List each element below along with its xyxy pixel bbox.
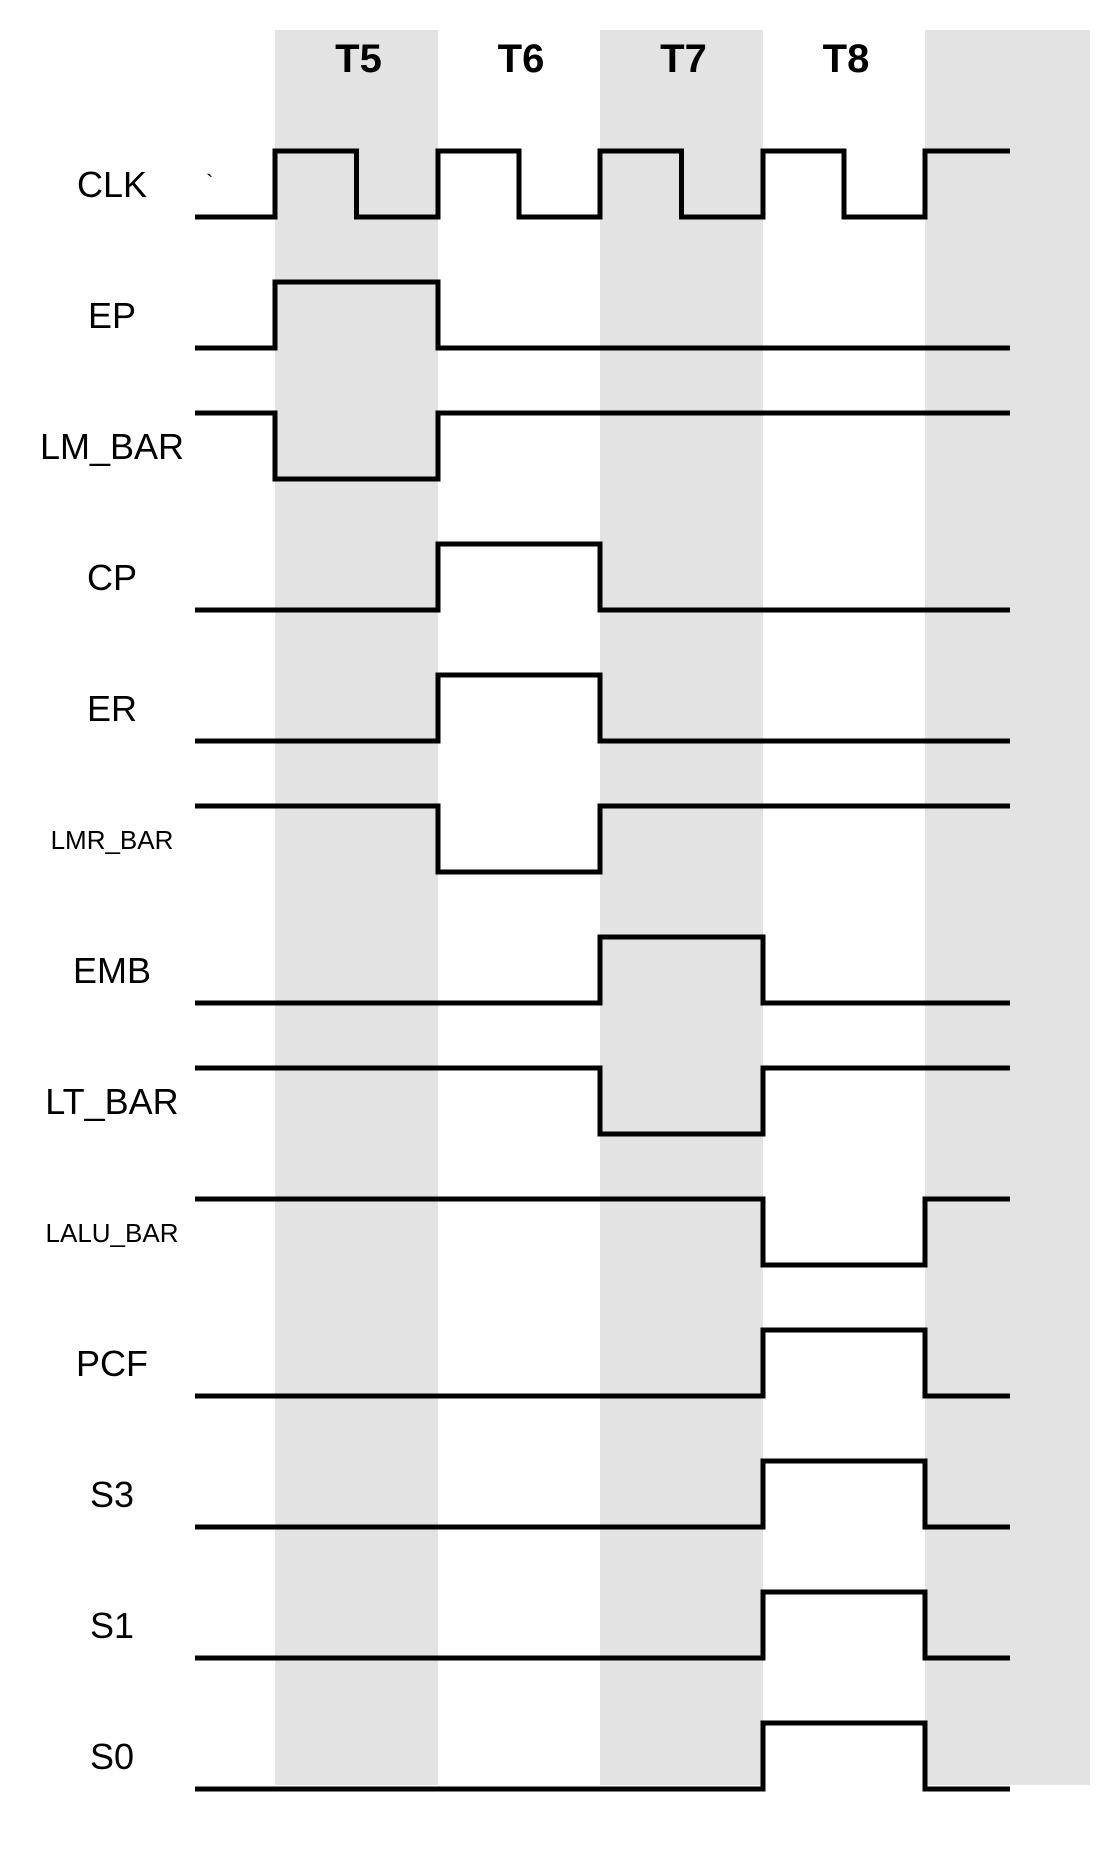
signal-label-emb: EMB: [73, 950, 151, 991]
signal-label-lm-bar: LM_BAR: [40, 426, 184, 467]
trace-s1: [195, 1589, 1010, 1661]
signal-label-lalu-bar: LALU_BAR: [46, 1218, 179, 1248]
stray-tick-mark: `: [206, 170, 213, 195]
trace-ep: [195, 279, 1010, 351]
phase-bands: [275, 30, 1090, 1785]
phase-label-t6: T6: [498, 37, 545, 81]
signal-label-ep: EP: [88, 295, 136, 336]
trace-er: [195, 672, 1010, 744]
trace-clk: [195, 148, 1010, 220]
trace-pcf: [195, 1327, 1010, 1399]
signal-label-s3: S3: [90, 1474, 134, 1515]
trace-s3: [195, 1458, 1010, 1530]
signal-label-clk: CLK: [77, 164, 147, 205]
trace-lm-bar: [195, 410, 1010, 482]
signal-label-pcf: PCF: [76, 1343, 148, 1384]
trace-cp: [195, 541, 1010, 613]
trace-lmr-bar: [195, 803, 1010, 875]
phase-labels: T5 T6 T7 T8: [335, 37, 869, 81]
phase-label-t5: T5: [335, 37, 382, 81]
phase-label-t8: T8: [823, 37, 870, 81]
signal-labels: CLK EP LM_BAR CP ER LMR_BAR EMB LT_BAR LALU_BAR P…: [40, 164, 184, 1777]
signal-label-lt-bar: LT_BAR: [45, 1081, 178, 1122]
signal-traces: [195, 148, 1010, 1792]
trace-lalu-bar: [195, 1196, 1010, 1268]
signal-label-cp: CP: [87, 557, 137, 598]
phase-label-t7: T7: [660, 37, 707, 81]
trace-lt-bar: [195, 1065, 1010, 1137]
trace-s0: [195, 1720, 1010, 1792]
phase-band-2: [600, 30, 763, 1785]
phase-band-1: [275, 30, 438, 1785]
signal-label-s0: S0: [90, 1736, 134, 1777]
signal-label-s1: S1: [90, 1605, 134, 1646]
signal-label-er: ER: [87, 688, 137, 729]
trace-emb: [195, 934, 1010, 1006]
signal-label-lmr-bar: LMR_BAR: [51, 825, 174, 855]
phase-band-3: [925, 30, 1090, 1785]
